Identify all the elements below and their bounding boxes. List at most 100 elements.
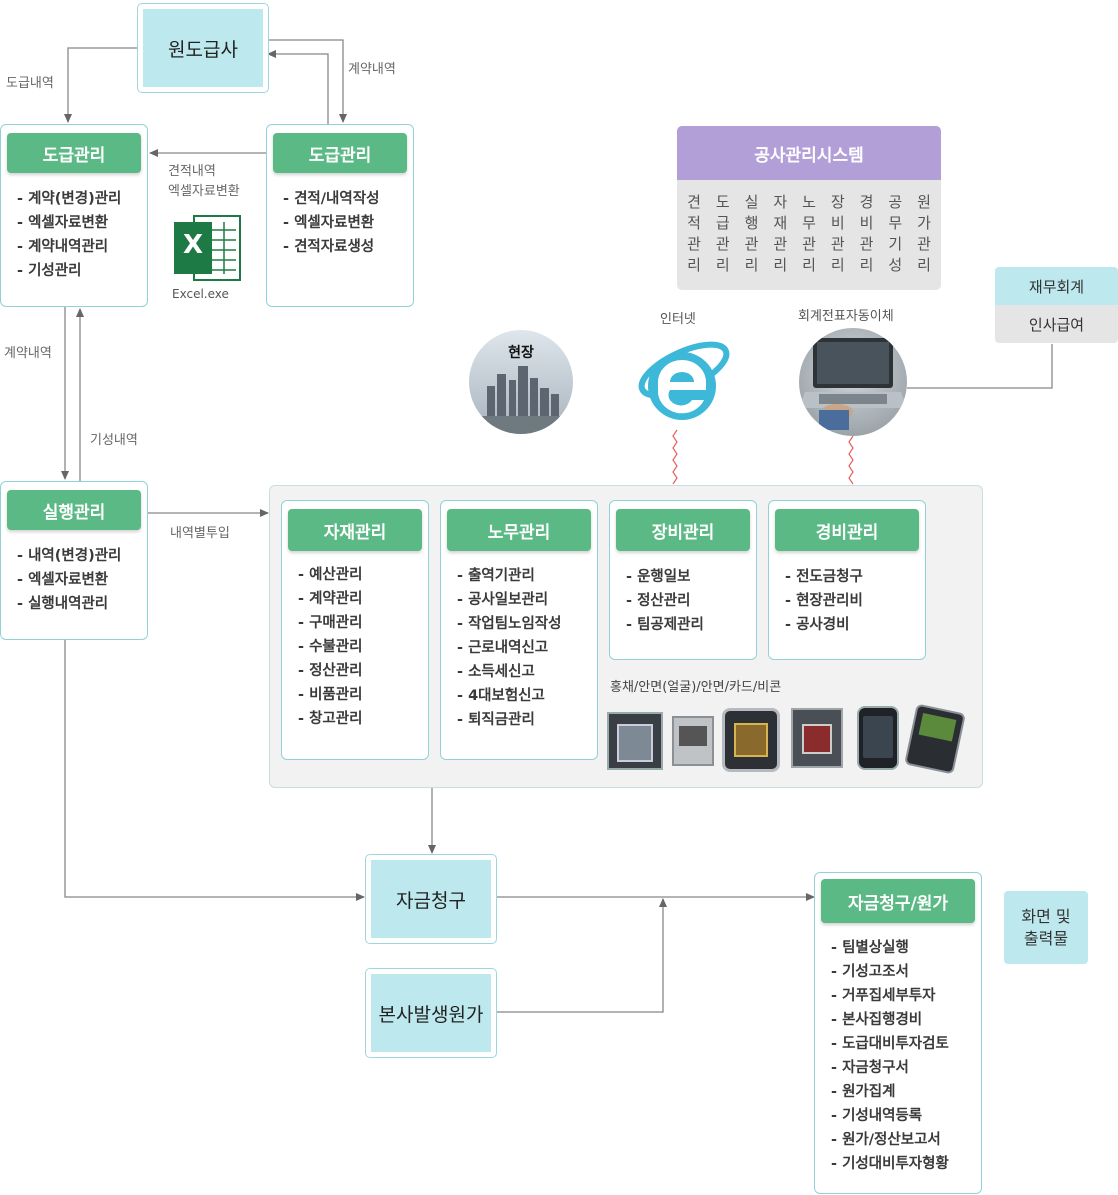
exec-title: 실행관리 bbox=[7, 490, 141, 530]
system-column: 실행관리 bbox=[744, 193, 759, 274]
wireless-internet bbox=[672, 429, 678, 485]
arrow-top-to-right-contract bbox=[268, 39, 347, 123]
list-item: 출역기관리 bbox=[457, 564, 561, 588]
exec-panel: 실행관리 내역(변경)관리 엑셀자료변환 실행내역관리 bbox=[0, 481, 148, 640]
system-column: 공무기성 bbox=[888, 193, 903, 274]
card-reader-icon bbox=[672, 716, 714, 766]
system-title: 공사관리시스템 bbox=[677, 126, 941, 180]
list-item: 계약관리 bbox=[298, 587, 362, 611]
module-labor-list: 출역기관리 공사일보관리 작업팀노임작성 근로내역신고 소득세신고 4대보험신고… bbox=[457, 564, 561, 732]
list-item: 기성관리 bbox=[17, 259, 121, 283]
billing-cost-list: 팀별상실행 기성고조서 거푸집세부투자 본사집행경비 도급대비투자검토 자금청구… bbox=[831, 936, 949, 1176]
list-item: 정산관리 bbox=[298, 659, 362, 683]
list-item: 원가/정산보고서 bbox=[831, 1128, 949, 1152]
list-item: 기성고조서 bbox=[831, 960, 949, 984]
label-giseong-naeyeok: 기성내역 bbox=[90, 433, 138, 448]
module-materials: 자재관리 예산관리 계약관리 구매관리 수불관리 정산관리 비품관리 창고관리 bbox=[281, 500, 429, 760]
list-item: 정산관리 bbox=[626, 589, 704, 613]
module-expense-list: 전도금청구 현장관리비 공사경비 bbox=[785, 565, 863, 637]
arrow-right-contract-to-top bbox=[267, 50, 329, 124]
module-labor: 노무관리 출역기관리 공사일보관리 작업팀노임작성 근로내역신고 소득세신고 4… bbox=[440, 500, 598, 760]
list-item: 4대보험신고 bbox=[457, 684, 561, 708]
face-terminal-icon bbox=[791, 708, 843, 768]
list-item: 계약내역관리 bbox=[17, 235, 121, 259]
hq-cost-node: 본사발생원가 bbox=[365, 968, 497, 1058]
screen-output-box: 화면 및 출력물 bbox=[1004, 891, 1088, 964]
list-item: 공사경비 bbox=[785, 613, 863, 637]
module-labor-title: 노무관리 bbox=[447, 509, 591, 551]
list-item: 본사집행경비 bbox=[831, 1008, 949, 1032]
system-column: 경비관리 bbox=[859, 193, 874, 274]
excel-label-line1: 견적내역 bbox=[168, 164, 216, 179]
list-item: 실행내역관리 bbox=[17, 592, 121, 616]
list-item: 견적/내역작성 bbox=[283, 187, 379, 211]
excel-icon: X bbox=[172, 214, 242, 282]
list-item: 자금청구서 bbox=[831, 1056, 949, 1080]
module-expense: 경비관리 전도금청구 현장관리비 공사경비 bbox=[768, 500, 926, 660]
finance-box: 재무회계 인사급여 bbox=[995, 267, 1118, 343]
finance-top: 재무회계 bbox=[995, 267, 1118, 305]
list-item: 기성내역등록 bbox=[831, 1104, 949, 1128]
list-item: 구매관리 bbox=[298, 611, 362, 635]
system-column: 자재관리 bbox=[773, 193, 788, 274]
list-item: 거푸집세부투자 bbox=[831, 984, 949, 1008]
list-item: 비품관리 bbox=[298, 683, 362, 707]
module-equipment-list: 운행일보 정산관리 팀공제관리 bbox=[626, 565, 704, 637]
module-materials-list: 예산관리 계약관리 구매관리 수불관리 정산관리 비품관리 창고관리 bbox=[298, 563, 362, 731]
internet-label: 인터넷 bbox=[660, 312, 696, 327]
excel-label: 견적내역 엑셀자료변환 bbox=[168, 162, 240, 202]
system-column: 원가관리 bbox=[917, 193, 931, 274]
list-item: 팀별상실행 bbox=[831, 936, 949, 960]
excel-glyph: X bbox=[182, 230, 204, 260]
face-reader-icon bbox=[722, 708, 780, 772]
left-contract-list: 계약(변경)관리 엑셀자료변환 계약내역관리 기성관리 bbox=[17, 187, 121, 283]
internet-icon bbox=[628, 330, 734, 430]
list-item: 전도금청구 bbox=[785, 565, 863, 589]
list-item: 수불관리 bbox=[298, 635, 362, 659]
line-accounting-to-finance bbox=[907, 344, 1053, 389]
right-contract-title: 도급관리 bbox=[273, 133, 407, 173]
hq-cost-node-label: 본사발생원가 bbox=[378, 1003, 484, 1026]
left-contract-panel: 도급관리 계약(변경)관리 엑셀자료변환 계약내역관리 기성관리 bbox=[0, 124, 148, 307]
system-column: 노무관리 bbox=[802, 193, 816, 274]
list-item: 엑셀자료변환 bbox=[283, 211, 379, 235]
site-image bbox=[469, 330, 573, 434]
list-item: 현장관리비 bbox=[785, 589, 863, 613]
list-item: 작업팀노임작성 bbox=[457, 612, 561, 636]
smartphone-icon bbox=[857, 706, 899, 770]
exec-list: 내역(변경)관리 엑셀자료변환 실행내역관리 bbox=[17, 544, 121, 616]
list-item: 기성대비투자형황 bbox=[831, 1152, 949, 1176]
billing-cost-panel: 자금청구/원가 팀별상실행 기성고조서 거푸집세부투자 본사집행경비 도급대비투… bbox=[814, 872, 982, 1194]
list-item: 엑셀자료변환 bbox=[17, 568, 121, 592]
right-contract-panel: 도급관리 견적/내역작성 엑셀자료변환 견적자료생성 bbox=[266, 124, 414, 307]
billing-node-label: 자금청구 bbox=[396, 889, 466, 912]
client-node: 원도급사 bbox=[137, 3, 269, 93]
excel-caption: Excel.exe bbox=[172, 287, 229, 301]
arrow-top-to-left-contract bbox=[64, 47, 138, 123]
client-node-label: 원도급사 bbox=[168, 38, 238, 61]
finance-bottom: 인사급여 bbox=[995, 305, 1118, 343]
list-item: 계약(변경)관리 bbox=[17, 187, 121, 211]
devices-label: 홍채/안면(얼굴)/안면/카드/비콘 bbox=[610, 680, 782, 695]
list-item: 엑셀자료변환 bbox=[17, 211, 121, 235]
module-materials-title: 자재관리 bbox=[288, 509, 422, 551]
system-column: 장비관리 bbox=[830, 193, 845, 274]
left-contract-title: 도급관리 bbox=[7, 133, 141, 173]
excel-label-line2: 엑셀자료변환 bbox=[168, 184, 240, 199]
list-item: 예산관리 bbox=[298, 563, 362, 587]
list-item: 소득세신고 bbox=[457, 660, 561, 684]
accounting-label: 회계전표자동이체 bbox=[798, 309, 894, 324]
arrow-exec-to-billing bbox=[64, 640, 365, 901]
list-item: 팀공제관리 bbox=[626, 613, 704, 637]
site-label: 현장 bbox=[508, 345, 534, 361]
list-item: 창고관리 bbox=[298, 707, 362, 731]
label-gyeyak-naeyeok-top: 계약내역 bbox=[348, 62, 396, 77]
label-gyeyak-naeyeok-left: 계약내역 bbox=[4, 346, 52, 361]
system-column: 견적관리 bbox=[687, 193, 701, 274]
iris-reader-icon bbox=[607, 712, 663, 770]
billing-node: 자금청구 bbox=[365, 854, 497, 944]
right-contract-list: 견적/내역작성 엑셀자료변환 견적자료생성 bbox=[283, 187, 379, 259]
billing-cost-title: 자금청구/원가 bbox=[821, 879, 975, 923]
